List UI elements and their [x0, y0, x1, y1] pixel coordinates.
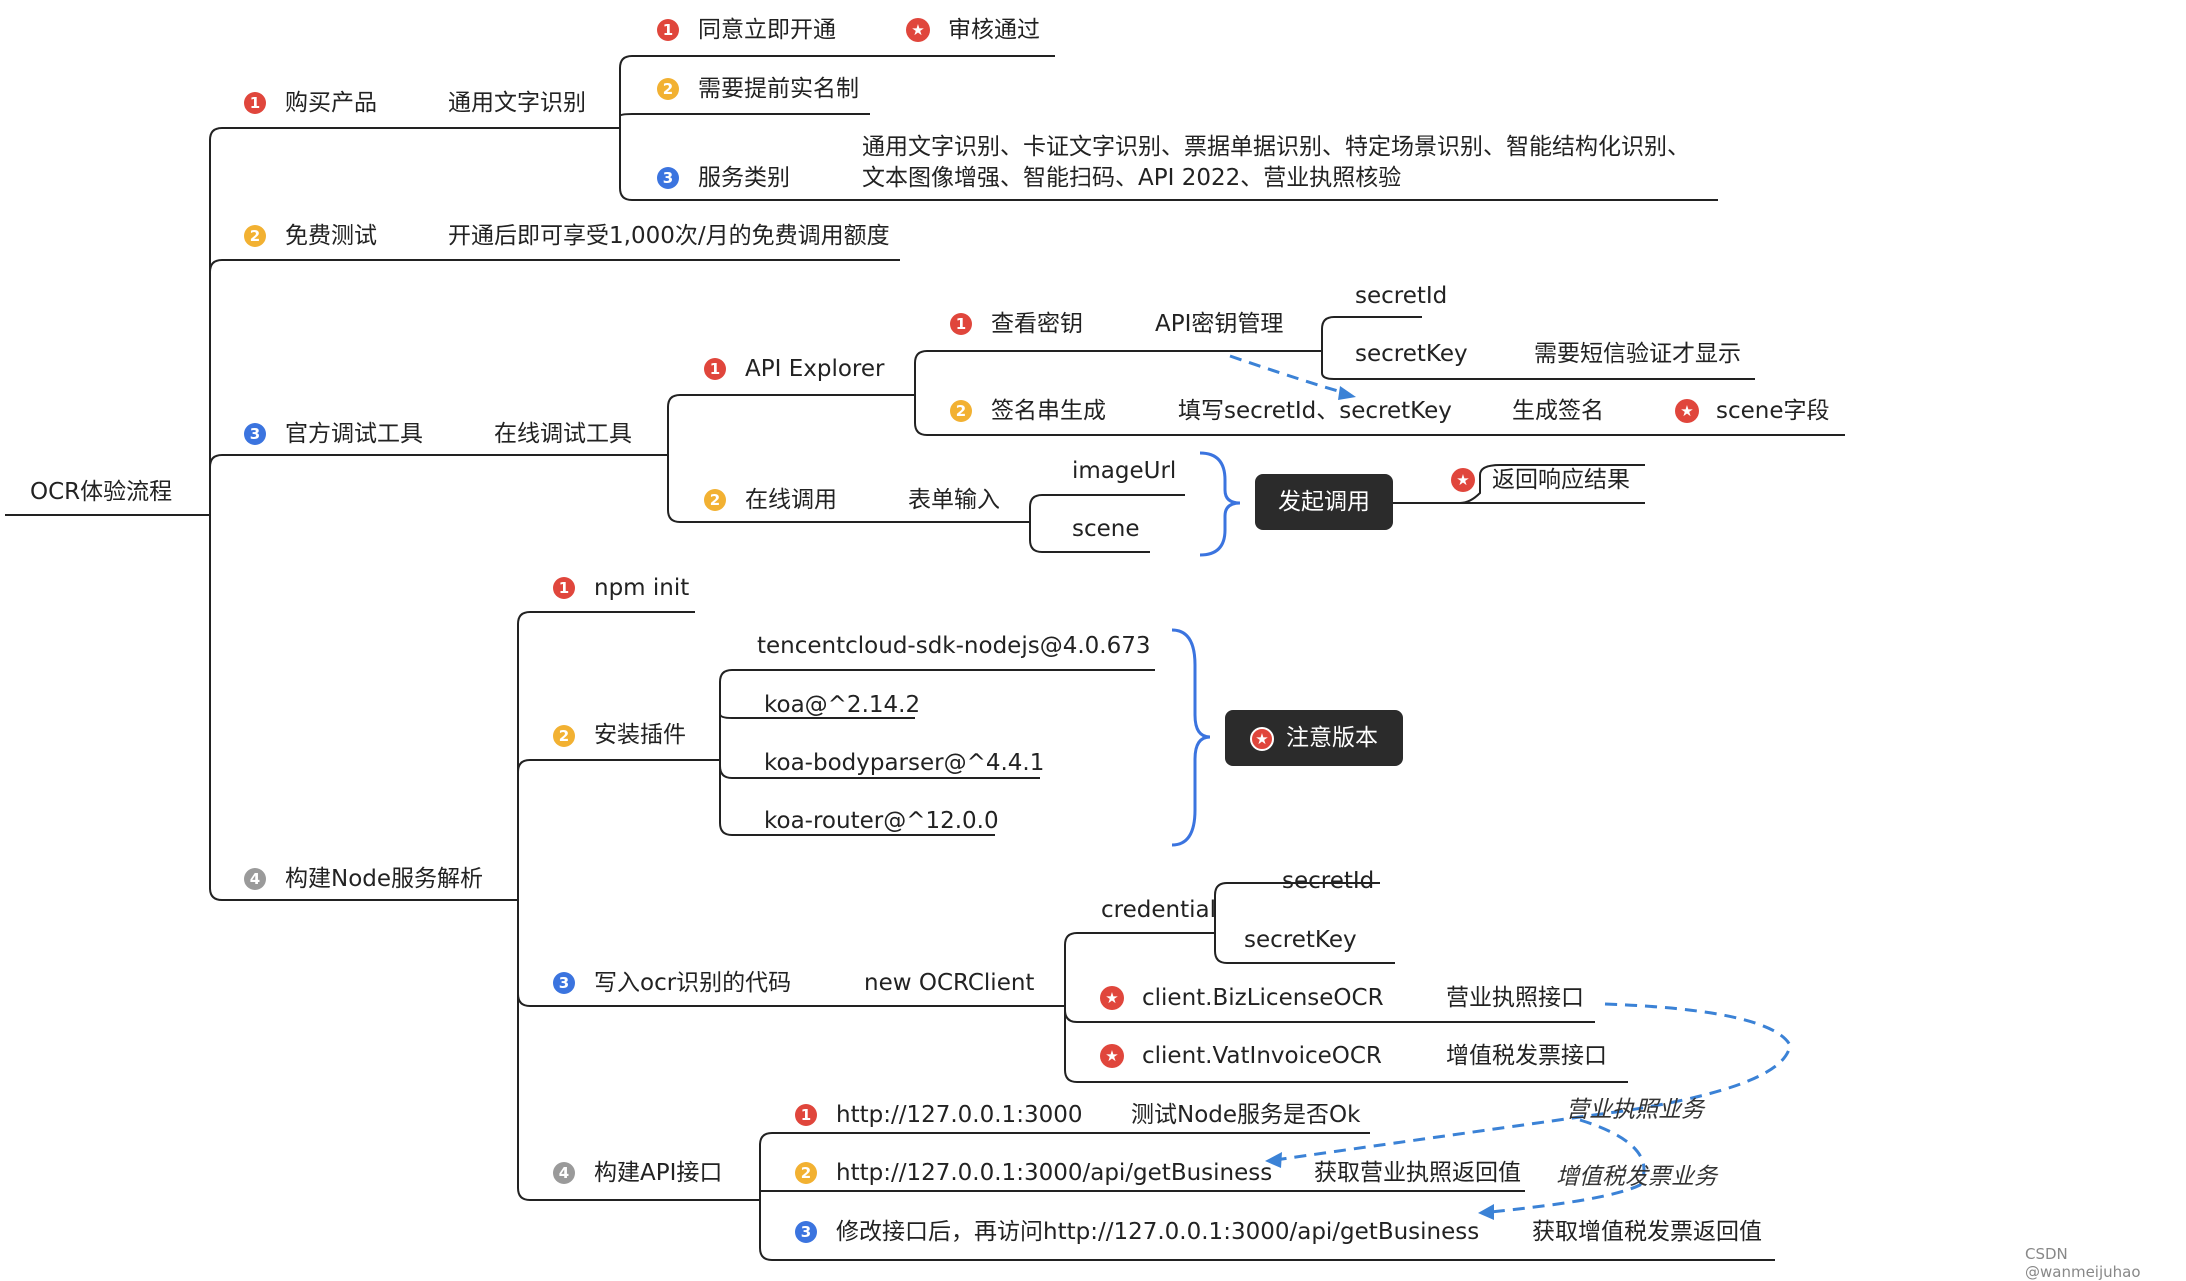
- scene-field-label: scene字段: [1716, 398, 1830, 424]
- package-item: koa-bodyparser@^4.4.1: [764, 750, 1045, 776]
- buy-item1-label: 同意立即开通: [698, 17, 836, 43]
- image-url-label: imageUrl: [1072, 458, 1177, 484]
- flow-biz-label: 营业执照业务: [1566, 1097, 1704, 1123]
- api-item3-url: 修改接口后，再访问http://127.0.0.1:3000/api/getBu…: [836, 1219, 1480, 1245]
- api-label: 构建API接口: [594, 1160, 723, 1186]
- node-badge: 4: [244, 868, 266, 890]
- form-input-label: 表单输入: [908, 487, 1000, 513]
- explorer-badge: 1: [704, 358, 726, 380]
- secret-key-label: secretKey: [1355, 341, 1468, 367]
- vat-invoice-desc: 增值税发票接口: [1446, 1043, 1607, 1069]
- credential-secret-id: secretId: [1282, 868, 1375, 894]
- api-item3-badge: 3: [795, 1221, 817, 1243]
- credential-label: credential: [1101, 897, 1216, 923]
- api-item2-badge: 2: [795, 1162, 817, 1184]
- watermark: CSDN @wanmeijuhao: [2025, 1245, 2141, 1281]
- node-label: 构建Node服务解析: [285, 866, 484, 892]
- scene-label: scene: [1072, 516, 1140, 542]
- star-icon: ★: [1100, 986, 1124, 1010]
- secret-id-label: secretId: [1355, 283, 1448, 309]
- install-label: 安装插件: [594, 722, 686, 748]
- key-management-label: API密钥管理: [1155, 311, 1284, 337]
- buy-item3-badge: 3: [657, 167, 679, 189]
- package-item: tencentcloud-sdk-nodejs@4.0.673: [757, 633, 1151, 659]
- api-item3-desc: 获取增值税发票返回值: [1532, 1219, 1762, 1245]
- buy-item1-extra: 审核通过: [948, 17, 1040, 43]
- biz-license-desc: 营业执照接口: [1446, 985, 1584, 1011]
- online-label: 在线调用: [745, 487, 837, 513]
- view-key-badge: 1: [950, 313, 972, 335]
- api-item1-badge: 1: [795, 1104, 817, 1126]
- star-icon: ★: [1250, 726, 1274, 751]
- code-label: 写入ocr识别的代码: [594, 970, 792, 996]
- service-list-line2: 文本图像增强、智能扫码、API 2022、营业执照核验: [862, 165, 1402, 191]
- star-icon: ★: [1451, 468, 1475, 492]
- npm-init-label: npm init: [594, 575, 690, 601]
- tool-badge: 3: [244, 423, 266, 445]
- star-icon: ★: [906, 18, 930, 42]
- free-desc: 开通后即可享受1,000次/月的免费调用额度: [448, 223, 890, 249]
- sms-note: 需要短信验证才显示: [1534, 341, 1741, 367]
- view-key-label: 查看密钥: [991, 311, 1083, 337]
- flow-vat-label: 增值税发票业务: [1556, 1164, 1717, 1190]
- api-item2-desc: 获取营业执照返回值: [1314, 1160, 1521, 1186]
- buy-item3-label: 服务类别: [698, 165, 790, 191]
- invoke-node: 发起调用: [1255, 474, 1393, 530]
- version-note-label: 注意版本: [1286, 725, 1378, 751]
- biz-license-method: client.BizLicenseOCR: [1142, 985, 1384, 1011]
- star-icon: ★: [1675, 399, 1699, 423]
- version-note-node: ★ 注意版本: [1225, 710, 1403, 766]
- buy-sub-label: 通用文字识别: [448, 90, 586, 116]
- sign-badge: 2: [950, 400, 972, 422]
- buy-item2-badge: 2: [657, 78, 679, 100]
- npm-init-badge: 1: [553, 577, 575, 599]
- free-badge: 2: [244, 225, 266, 247]
- sign-label: 签名串生成: [991, 398, 1106, 424]
- api-badge: 4: [553, 1162, 575, 1184]
- code-badge: 3: [553, 972, 575, 994]
- service-list-line1: 通用文字识别、卡证文字识别、票据单据识别、特定场景识别、智能结构化识别、: [862, 134, 1690, 160]
- install-badge: 2: [553, 725, 575, 747]
- vat-invoice-method: client.VatInvoiceOCR: [1142, 1043, 1382, 1069]
- credential-secret-key: secretKey: [1244, 927, 1357, 953]
- result-label: 返回响应结果: [1492, 467, 1630, 493]
- package-item: koa-router@^12.0.0: [764, 808, 999, 834]
- sign-fill-label: 填写secretId、secretKey: [1178, 398, 1452, 424]
- buy-label: 购买产品: [285, 90, 377, 116]
- sign-gen-label: 生成签名: [1512, 398, 1604, 424]
- free-label: 免费测试: [285, 223, 377, 249]
- star-icon: ★: [1100, 1044, 1124, 1068]
- buy-number-badge: 1: [244, 92, 266, 114]
- online-badge: 2: [704, 489, 726, 511]
- buy-item1-badge: 1: [657, 19, 679, 41]
- buy-item2-label: 需要提前实名制: [698, 76, 859, 102]
- ocr-client-label: new OCRClient: [864, 970, 1035, 996]
- explorer-label: API Explorer: [745, 356, 885, 382]
- api-item2-url: http://127.0.0.1:3000/api/getBusiness: [836, 1160, 1273, 1186]
- tool-sub-label: 在线调试工具: [494, 421, 632, 447]
- api-item1-url: http://127.0.0.1:3000: [836, 1102, 1083, 1128]
- root-label: OCR体验流程: [30, 479, 173, 505]
- api-item1-desc: 测试Node服务是否Ok: [1131, 1102, 1361, 1128]
- tool-label: 官方调试工具: [285, 421, 423, 447]
- package-item: koa@^2.14.2: [764, 692, 921, 718]
